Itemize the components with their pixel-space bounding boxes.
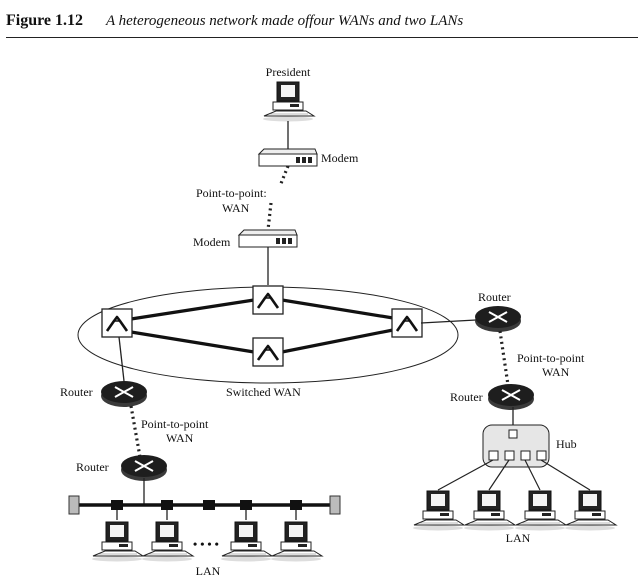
president-label: President (266, 65, 311, 79)
lan-right-computer-3 (514, 490, 567, 531)
lan-left-computer-1 (91, 521, 144, 562)
router-left-label: Router (60, 385, 93, 399)
figure-title: A heterogeneous network made offour WANs… (106, 13, 464, 29)
p2p-right-label-1: Point-to-point (517, 351, 585, 365)
router-right-top (474, 305, 522, 333)
bus-terminator-right (329, 495, 341, 515)
p2p-left-label-1: Point-to-point (141, 417, 209, 431)
lan-left-label: LAN (196, 564, 221, 578)
lan-left-computer-2 (141, 521, 194, 562)
lan-left-computer-3 (220, 521, 273, 562)
hub (482, 424, 550, 468)
router-right-bottom (487, 383, 535, 411)
switch-right (390, 307, 424, 339)
router-right-bottom-label: Router (450, 390, 483, 404)
bus-terminator-left (68, 495, 80, 515)
lan-right-label: LAN (506, 531, 531, 545)
modem-bottom-label: Modem (193, 235, 231, 249)
router-lan-left (120, 454, 168, 482)
router-left (100, 380, 148, 408)
lan-right-computer-4 (564, 490, 617, 531)
lan-left-ellipsis: • • • • (193, 537, 219, 551)
router-lan-left-label: Router (76, 460, 109, 474)
figure-number: Figure 1.12 (6, 12, 84, 29)
p2p-top-label-2: WAN (222, 201, 250, 215)
p2p-top-label-1: Point-to-point: (196, 186, 267, 200)
hub-label: Hub (556, 437, 577, 451)
p2p-right-label-2: WAN (542, 365, 570, 379)
lan-left-computer-4 (270, 521, 323, 562)
lan-right-computer-2 (463, 490, 516, 531)
figure-caption: Figure 1.12 A heterogeneous network made… (6, 8, 638, 38)
modem-top (258, 148, 318, 167)
switch-left (100, 307, 134, 339)
modem-top-label: Modem (321, 151, 359, 165)
switched-wan-label: Switched WAN (226, 385, 301, 399)
p2p-left-label-2: WAN (166, 431, 194, 445)
president-computer (262, 81, 315, 122)
switch-bottom (251, 336, 285, 368)
modem-bottom (238, 229, 298, 248)
lan-right-computer-1 (412, 490, 465, 531)
router-right-top-label: Router (478, 290, 511, 304)
switch-top (251, 284, 285, 316)
